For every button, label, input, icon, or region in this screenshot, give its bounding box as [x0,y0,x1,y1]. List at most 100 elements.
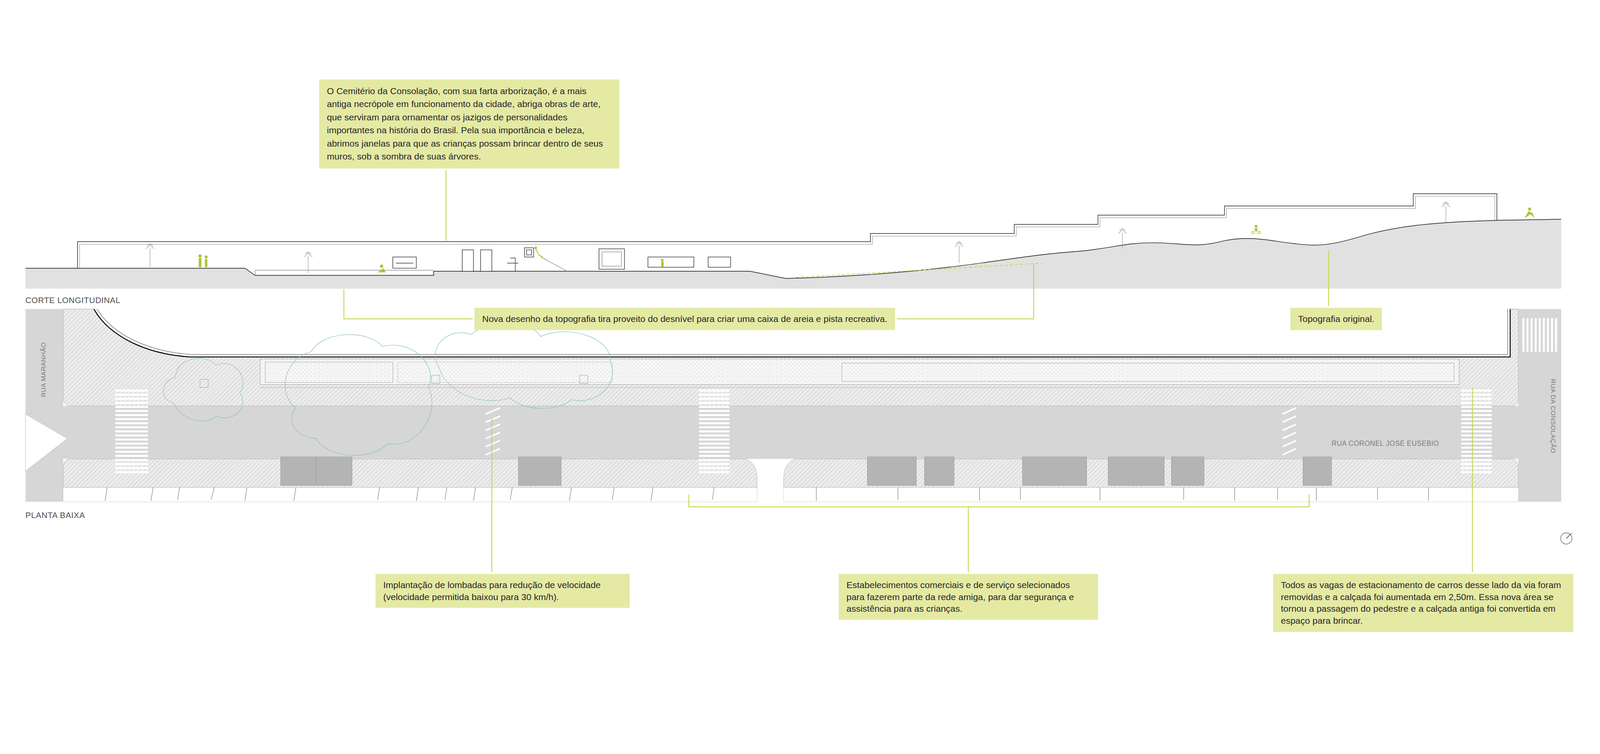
north-symbol [1560,533,1573,545]
speed-bump [485,416,500,423]
map-marker [200,375,588,388]
crosswalk [698,459,730,462]
crosswalk [115,410,148,413]
crosswalk [115,389,148,392]
tree-symbol [145,243,154,268]
lot-line [569,487,572,502]
lot-line [416,487,419,502]
sidewalk-hatch [63,309,1519,407]
callout-box: Todos as vagas de estacionamento de carr… [1273,574,1574,633]
north-symbol [1560,533,1573,545]
crosswalk [115,422,148,425]
parking-space [867,457,917,486]
crosswalk [698,471,730,474]
sidewalk-hatch [783,487,1519,502]
child-figure [198,258,202,268]
leader-line [967,507,969,573]
parking-space [1022,457,1087,486]
section-ground [25,219,1561,289]
crosswalk [115,451,148,454]
speed-bump [1282,432,1296,439]
leader-line [688,495,1309,508]
lot-line [211,487,215,500]
play-furniture [480,249,492,272]
play-furniture [599,249,625,270]
play-furniture [392,247,731,272]
sidewalk-hatch [63,309,1519,502]
crosswalk [115,402,148,405]
callout-box: Implantação de lombadas para redução de … [375,574,630,609]
tree-symbol [145,202,1450,274]
parking-space [518,457,562,486]
leader-line [896,263,1034,320]
street-name: RUA MARANHÃO [39,342,47,398]
play-strip [265,362,394,383]
lot-line [510,487,513,500]
tree-canopy [163,358,244,422]
child-figure [198,207,1535,273]
lot-line [651,487,654,502]
crosswalk [115,443,148,446]
section-ground [795,263,1041,278]
crosswalk [1461,467,1492,470]
crosswalk [1534,318,1537,352]
play-furniture [524,247,534,257]
speed-bump [485,440,500,447]
map-marker [200,379,209,388]
tree-canopy [163,323,613,456]
crosswalk [1461,426,1492,429]
crosswalk [698,426,730,429]
crosswalk [1550,318,1554,352]
speed-bump [485,408,1296,456]
lot-line [1428,487,1429,502]
child-figure [204,259,208,268]
crosswalk [1461,402,1492,405]
callout-box: Nova desenho da topografia tira proveito… [474,307,896,331]
crosswalk [698,467,730,470]
lot-line [897,487,899,500]
crosswalk [115,438,148,441]
speed-bump [1282,424,1296,431]
crosswalk [1461,414,1492,417]
play-furniture [462,249,474,272]
crosswalk [115,434,148,437]
map-marker [431,375,440,384]
child-figure [535,249,544,258]
speed-bump [1282,440,1296,447]
crosswalk [1461,430,1492,433]
crosswalk [115,418,148,421]
street-name: RUA CORONEL JOSÉ EUSEBIO [1331,440,1440,448]
road [25,406,1561,459]
crosswalk [1461,389,1492,392]
parking-space [1171,457,1205,486]
sidewalk-hatch [63,487,757,502]
child-figure [1524,211,1535,219]
section-ground [255,270,434,276]
parking-space [924,457,954,486]
crosswalk [115,471,148,474]
crosswalk [698,434,730,437]
map-marker [579,375,588,384]
crosswalk [115,406,148,409]
lot-line [1316,487,1317,502]
play-strip [841,363,1454,382]
lot-line [1377,487,1378,500]
crosswalk [115,397,148,400]
crosswalk [1530,318,1533,352]
lot-line [150,487,154,502]
tree-canopy [435,323,613,409]
speed-bump [485,449,500,456]
section-ground [25,219,1561,279]
child-figure [1528,207,1532,211]
crosswalk [1461,459,1492,462]
road [1518,309,1562,502]
parking-space [280,457,1332,486]
lot-line [104,487,108,502]
crosswalk [698,414,730,417]
callout-text: Implantação de lombadas para redução de … [383,579,622,604]
callout-text: O Cemitério da Consolação, com sua farta… [326,84,612,164]
parking-space [280,457,317,486]
